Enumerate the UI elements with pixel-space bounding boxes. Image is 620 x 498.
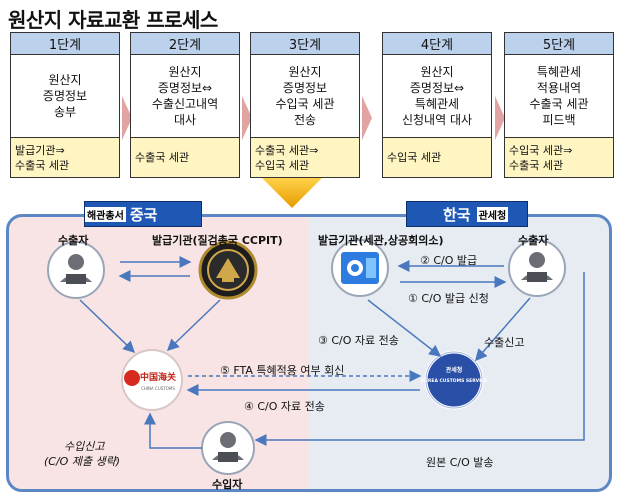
step-3-body-line: 원산지 xyxy=(288,65,322,79)
step-2-foot-line: 수출국 세관 xyxy=(135,151,190,164)
step-5-head: 5단계 xyxy=(505,33,613,55)
cn-issuer-label: 발급기관(질검총국 CCPIT) xyxy=(152,234,283,247)
arrow-cn-exporter-to-customs xyxy=(79,299,136,354)
down-arrow-icon xyxy=(262,178,322,208)
kr-exporter-label: 수출자 xyxy=(518,234,549,247)
step-3-box: 3단계 원산지 증명정보 수입국 세관 전송 수출국 세관⇒ 수입국 세관 xyxy=(250,32,360,178)
step-4-body-line: 원산지 xyxy=(420,65,454,79)
arrow-kr-issuer-to-customs xyxy=(367,299,442,357)
korea-customs-logo-top-text: 관세청 xyxy=(446,366,463,374)
edge-fta-reply-label: ⑤ FTA 특혜적용 여부 회신 xyxy=(220,364,345,377)
step-5-body-line: 수출국 세관 xyxy=(529,97,589,111)
edge-co-transfer-kr-label: ③ C/O 자료 전송 xyxy=(318,334,399,347)
step-5-body-line: 적용내역 xyxy=(536,81,582,95)
step-1-foot-line: 수출국 세관 xyxy=(15,158,70,172)
step-4-body-line: 신청내역 대사 xyxy=(401,113,473,127)
step-3-foot-line: 수출국 세관⇒ xyxy=(255,143,319,157)
korea-country-label: 한국 관세청 xyxy=(406,201,528,227)
cn-exporter-label: 수출자 xyxy=(58,234,89,247)
importer-icon xyxy=(201,421,255,475)
arrow-importer-to-customs xyxy=(144,412,202,449)
step-5-box: 5단계 특혜관세 적용내역 수출국 세관 피드백 수입국 세관⇒ 수출국 세관 xyxy=(504,32,614,178)
step-4-body-line: 증명정보⇔ xyxy=(409,81,465,95)
step-2-body-line: 증명정보⇔ xyxy=(157,81,213,95)
arrow-kr-exporter-to-customs xyxy=(475,297,531,362)
step-5-foot-line: 수출국 세관 xyxy=(509,158,564,172)
edge-co-omit-label: (C/O 제출 생략) xyxy=(44,455,121,468)
edge-original-ship-label: 원본 C/O 발송 xyxy=(426,456,494,469)
korea-agency-label: 관세청 xyxy=(476,206,509,222)
step-3-head: 3단계 xyxy=(251,33,359,55)
korea-name-label: 한국 xyxy=(443,205,471,224)
arrow-original-co-shipment xyxy=(254,272,585,446)
china-customs-logo: 中国海关 CHINA CUSTOMS xyxy=(121,349,183,411)
edge-import-decl-label: 수입신고 xyxy=(64,440,105,453)
step-3-body-line: 전송 xyxy=(293,113,317,127)
china-country-label: 해관총서 중국 xyxy=(84,201,202,227)
page-title: 원산지 자료교환 프로세스 xyxy=(8,8,218,32)
edge-co-request-label: ① C/O 발급 신청 xyxy=(408,292,489,305)
edge-co-issue-label: ② C/O 발급 xyxy=(420,254,478,267)
china-name-label: 중국 xyxy=(129,205,158,224)
step-2-box: 2단계 원산지 증명정보⇔ 수출신고내역 대사 수출국 세관 xyxy=(130,32,240,178)
step-arrow-2 xyxy=(242,96,252,140)
step-1-foot-line: 발급기관⇒ xyxy=(15,143,65,157)
step-2-head: 2단계 xyxy=(131,33,239,55)
step-1-body-line: 원산지 xyxy=(48,73,82,87)
step-5-foot-line: 수입국 세관⇒ xyxy=(509,143,573,157)
step-5-body-line: 특혜관세 xyxy=(536,65,582,79)
cn-issuer-emblem-icon xyxy=(198,240,258,300)
step-arrow-3 xyxy=(362,96,372,140)
kr-issuer-label: 발급기관(세관,상공회의소) xyxy=(318,234,444,247)
step-1-body-line: 증명정보 xyxy=(42,89,88,103)
korea-customs-logo-text: KOREA CUSTOMS SERVICE xyxy=(421,378,487,384)
step-4-box: 4단계 원산지 증명정보⇔ 특혜관세 신청내역 대사 수입국 세관 xyxy=(382,32,492,178)
step-3-foot-line: 수입국 세관 xyxy=(255,158,310,172)
step-5-body-line: 피드백 xyxy=(542,113,576,127)
step-4-body-line: 특혜관세 xyxy=(414,97,460,111)
step-arrow-4 xyxy=(495,96,505,140)
step-4-foot-line: 수입국 세관 xyxy=(387,151,442,164)
china-customs-logo-subtext: CHINA CUSTOMS xyxy=(141,386,175,391)
step-3-body-line: 수입국 세관 xyxy=(275,97,335,111)
step-2-body-line: 수출신고내역 xyxy=(151,97,219,111)
step-arrow-1 xyxy=(122,96,132,140)
step-1-box: 1단계 원산지 증명정보 송부 발급기관⇒ 수출국 세관 xyxy=(10,32,120,178)
korea-customs-logo: 관세청 KOREA CUSTOMS SERVICE xyxy=(421,350,487,410)
china-agency-label: 해관총서 xyxy=(85,206,126,222)
step-2-body-line: 원산지 xyxy=(168,65,202,79)
step-1-head: 1단계 xyxy=(11,33,119,55)
step-3-body-line: 증명정보 xyxy=(282,81,328,95)
step-1-body-line: 송부 xyxy=(53,105,77,119)
cn-exporter-icon xyxy=(47,241,105,299)
kr-issuer-gear-icon xyxy=(331,239,389,297)
step-2-body-line: 대사 xyxy=(173,113,197,127)
china-customs-logo-text: 中国海关 xyxy=(140,371,176,383)
arrow-cn-issuer-to-customs xyxy=(166,299,221,352)
edge-co-transfer-cn-label: ④ C/O 자료 전송 xyxy=(244,400,325,413)
kr-exporter-icon xyxy=(508,239,566,297)
edge-export-decl-label: 수출신고 xyxy=(484,336,525,349)
step-4-head: 4단계 xyxy=(383,33,491,55)
importer-label: 수입자 xyxy=(212,478,243,491)
